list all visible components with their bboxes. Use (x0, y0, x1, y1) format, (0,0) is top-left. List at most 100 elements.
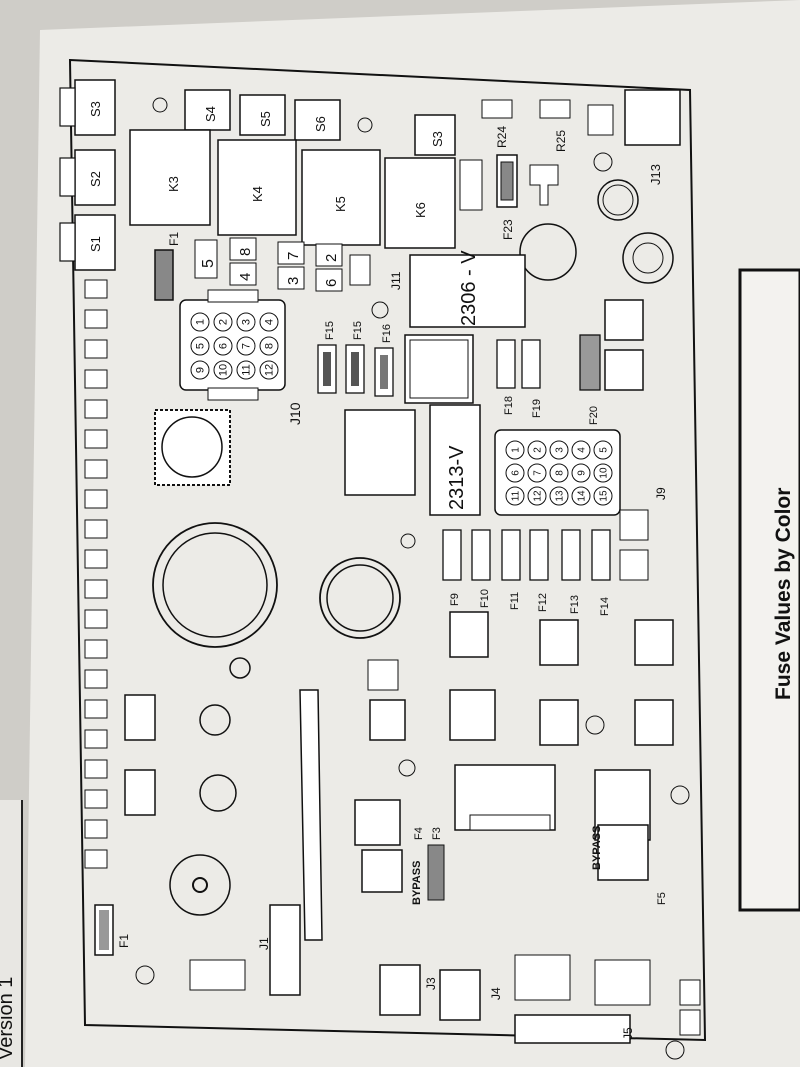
relay-k6 (384, 157, 456, 249)
part-number-2306: 2306 - V (458, 250, 480, 326)
connector-pin (259, 336, 279, 356)
edge-terminal (84, 279, 108, 299)
connector-pin (505, 440, 525, 460)
edge-terminal (84, 819, 108, 839)
version-tab: Version 1 (0, 800, 23, 1067)
relay-k3 (129, 129, 211, 226)
connector-pin-label: 1 (510, 447, 521, 453)
edge-terminal (84, 549, 108, 569)
edge-terminal (84, 669, 108, 689)
connector-pin (593, 486, 613, 506)
left-switches: S3 S2 S1 (59, 79, 116, 271)
j11-pin: 8 (237, 248, 254, 256)
fuse-f13-label: F13 (569, 595, 581, 614)
switch-s3-label: S3 (88, 101, 103, 117)
connector-pin-label: 12 (532, 490, 543, 502)
connector-j13-label: J13 (648, 164, 663, 185)
connector-j13 (624, 89, 681, 146)
fuse-f19-label: F19 (531, 399, 543, 418)
connector-pin (190, 336, 210, 356)
edge-terminal (84, 519, 108, 539)
switch-s1-label: S1 (88, 236, 103, 252)
part-number-2313: 2313-V (446, 445, 468, 510)
switch-s3b-label: S3 (430, 131, 445, 147)
connector-pin (236, 360, 256, 380)
edge-terminal (84, 429, 108, 449)
connector-pin-label: 5 (598, 447, 609, 453)
fuse-f1-top-label: F1 (167, 232, 181, 246)
relay-k5-label: K5 (333, 196, 348, 212)
connector-pin (213, 360, 233, 380)
fuse-f12-label: F12 (537, 593, 549, 612)
j11-pin: 7 (285, 252, 302, 260)
edge-terminal (84, 309, 108, 329)
connector-j3-label: J3 (424, 977, 438, 990)
connector-pin (190, 360, 210, 380)
fuse-f18-label: F18 (503, 396, 515, 415)
fuse-f9-label: F9 (449, 593, 461, 606)
connector-j4-label: J4 (489, 987, 503, 1000)
fuse-f11-label: F11 (509, 592, 521, 610)
edge-terminal (84, 789, 108, 809)
edge-terminal (84, 729, 108, 749)
fuse-values-title: Fuse Values by Color (772, 488, 795, 700)
connector-pin (190, 312, 210, 332)
connector-pin (571, 463, 591, 483)
mid-fuses-row1: F15 F15 F16 (317, 301, 394, 397)
connector-pin (571, 440, 591, 460)
bypass-label-1: BYPASS (411, 861, 423, 905)
fuse-row-f9-f14: F9 F10 F11 F12 F13 F14 (442, 529, 611, 616)
fuse-f3-label: F3 (431, 827, 443, 840)
edge-terminal (84, 339, 108, 359)
connector-pin (527, 486, 547, 506)
bypass-label-2: BYPASS (591, 826, 603, 870)
version-label: Version 1 (0, 977, 17, 1060)
connector-pin-label: 8 (554, 470, 565, 476)
connector-pin-label: 2 (218, 319, 230, 325)
connector-pin-label: 11 (510, 490, 521, 501)
transistor-blocks (449, 509, 674, 746)
j11-pin: 2 (323, 254, 340, 262)
connector-pin-label: 13 (554, 490, 565, 502)
connector-pin-label: 11 (241, 364, 253, 375)
fuse-f1-bottom-label: F1 (117, 934, 131, 948)
switch-s3 (74, 79, 116, 136)
j11-pin: 5 (200, 259, 217, 268)
connector-pin-label: 1 (195, 319, 207, 325)
fuse-values-box: Fuse Values by Color (738, 268, 800, 912)
connector-pin (236, 312, 256, 332)
j11-pin: 4 (237, 273, 254, 281)
fuse-f16-label: F16 (381, 324, 393, 343)
connector-pin (527, 440, 547, 460)
connector-pin-label: 2 (532, 447, 543, 453)
top-fuses: F23 F1 (154, 154, 518, 301)
edge-terminal (84, 759, 108, 779)
fuse-f5-label: F5 (656, 892, 668, 905)
connector-pin (213, 312, 233, 332)
connector-pin-label: 3 (554, 447, 565, 453)
connector-pin-label: 4 (264, 319, 276, 325)
connector-pin (549, 440, 569, 460)
board-outline (68, 58, 707, 1042)
relay-k6-label: K6 (413, 202, 428, 218)
connector-pin (505, 486, 525, 506)
relay-k4-label: K4 (250, 186, 265, 202)
edge-terminal (84, 609, 108, 629)
connector-pin (213, 336, 233, 356)
connector-j10-label: J10 (287, 402, 303, 425)
edge-terminal (84, 459, 108, 479)
switch-s2 (74, 149, 116, 206)
fuse-f10-label: F10 (479, 589, 491, 608)
fuses-f18-f20: F18 F19 F20 (496, 299, 644, 425)
edge-terminal (84, 849, 108, 869)
relay-k3-label: K3 (166, 176, 181, 192)
bypass-fuses: F4 F3 BYPASS BYPASS F5 (354, 799, 668, 905)
edge-terminal (84, 399, 108, 419)
connector-pin (593, 440, 613, 460)
switch-s1 (74, 214, 116, 271)
